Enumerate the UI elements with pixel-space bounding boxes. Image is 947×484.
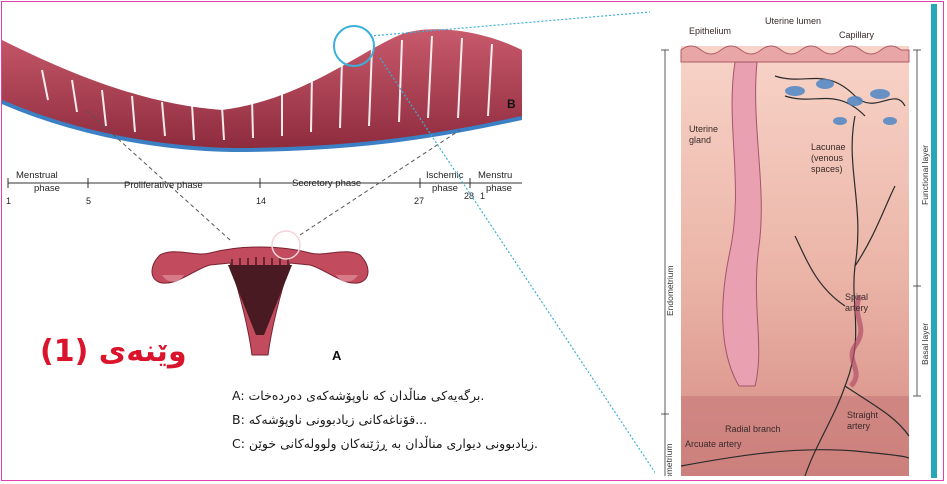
label-endometrium: Endometrium [665, 246, 675, 316]
label-spiral-1: Spiral [845, 292, 868, 302]
label-uterine-gland-2: gland [689, 135, 711, 145]
endometrium-detail-panel: Uterine lumen Epithelium Capillary Uteri… [655, 6, 931, 476]
label-arcuate-artery: Arcuate artery [685, 439, 742, 449]
label-myometrium: ometrium [664, 419, 674, 476]
label-capillary: Capillary [839, 30, 874, 40]
label-epithelium: Epithelium [689, 26, 731, 36]
caption-a: A: برگەیەکی مناڵدان کە ناوپۆشەکەی دەردەخ… [232, 388, 484, 403]
label-basal-layer: Basal layer [920, 309, 930, 365]
label-radial-branch: Radial branch [725, 424, 781, 434]
label-straight-2: artery [847, 421, 870, 431]
label-lacunae-1: Lacunae [811, 142, 846, 152]
caption-c: C: زیادبوونی دیواری مناڵدان بە ڕژێنەکان … [232, 436, 538, 451]
label-straight-1: Straight [847, 410, 878, 420]
label-lacunae-3: spaces) [811, 164, 843, 174]
label-lacunae-2: (venous [811, 153, 843, 163]
endometrium-detail-illustration [655, 6, 931, 476]
figure-title: وێنەی (1) [40, 334, 187, 369]
panel-a-label: A [332, 348, 341, 363]
label-functional-layer: Functional layer [920, 129, 930, 205]
label-spiral-2: artery [845, 303, 868, 313]
label-uterine-lumen: Uterine lumen [765, 16, 821, 26]
caption-b: B: قۆناغەکانی زیادبوونی ناوپۆشەکە... [232, 412, 427, 427]
right-frame-edge [931, 4, 937, 478]
label-uterine-gland-1: Uterine [689, 124, 718, 134]
